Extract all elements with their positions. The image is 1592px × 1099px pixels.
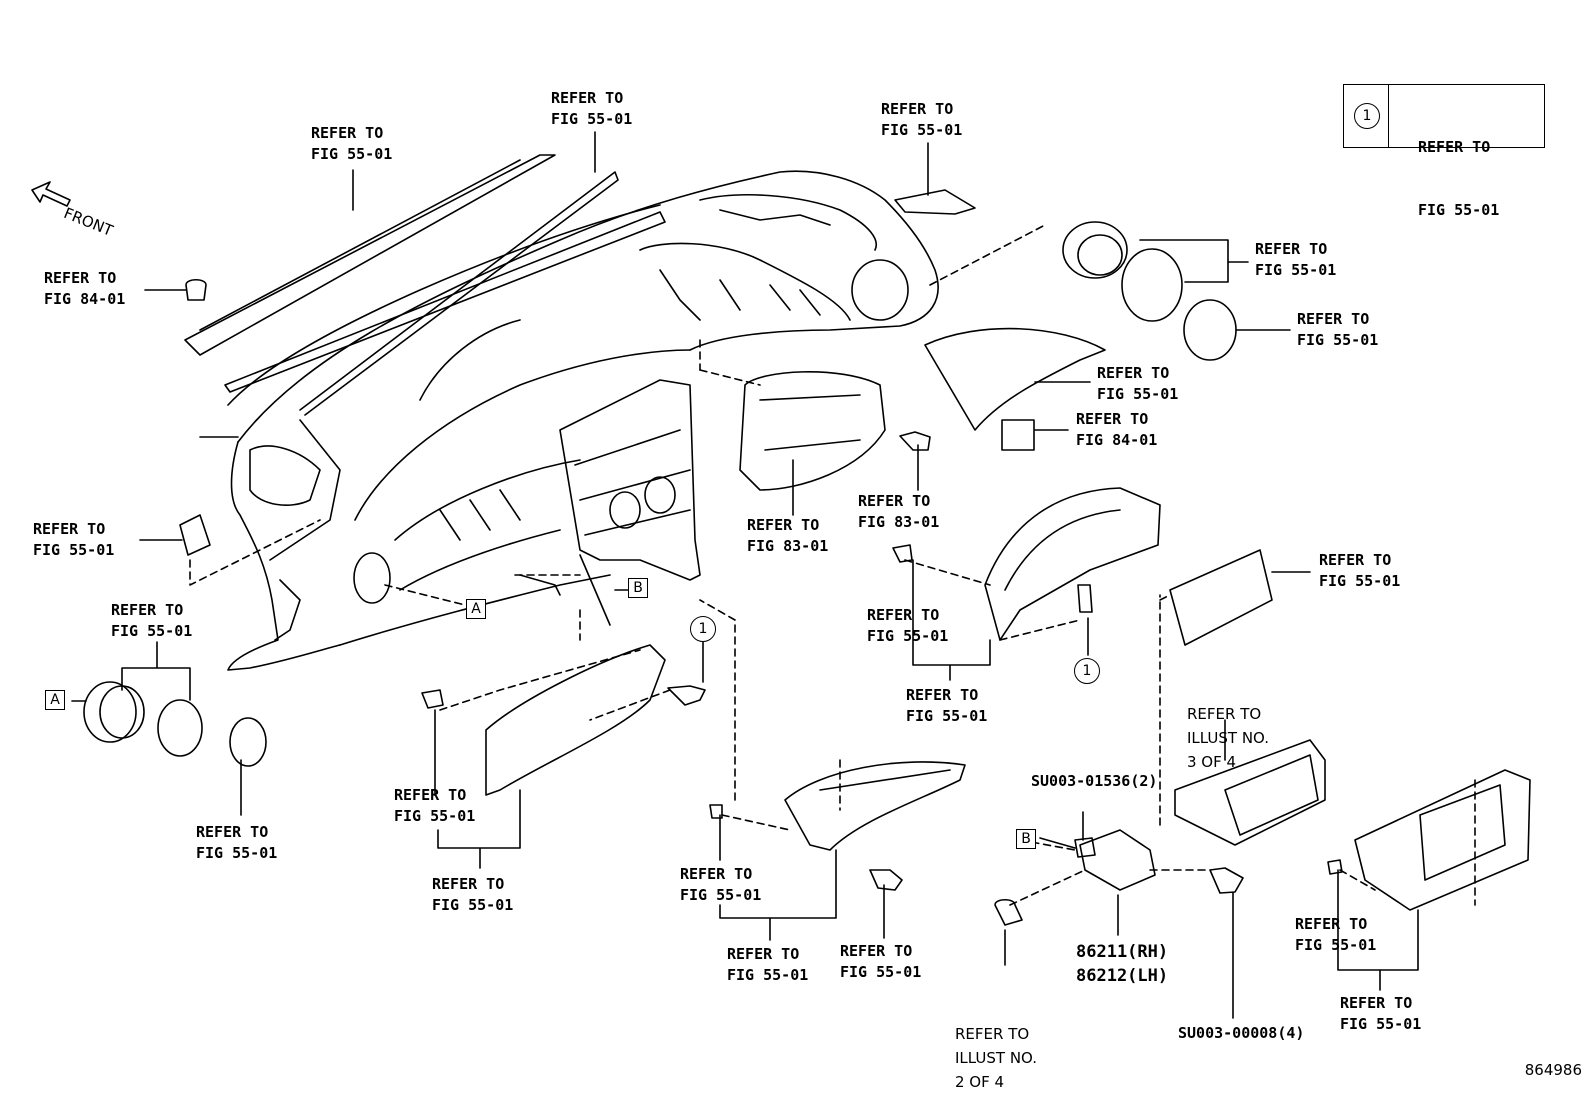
legend-box: 1 REFER TO FIG 55-01: [1343, 84, 1545, 219]
right-vent-drawing: [1062, 221, 1237, 361]
bezel-clip-drawing: [709, 804, 723, 819]
glovebox-clip-drawing: [421, 689, 444, 709]
leader-lines: [71, 131, 1419, 1019]
dashboard-body: [199, 170, 939, 671]
glovebox-screw-drawing: [667, 685, 706, 706]
part-number-nut: SU003-01536(2): [1031, 772, 1158, 790]
legend-line1: REFER TO: [1418, 138, 1491, 156]
left-side-cover-drawing: [179, 514, 211, 556]
part-number-bracket: 86211(RH) 86212(LH): [1076, 940, 1168, 988]
marker-b-bracket: B: [1016, 829, 1036, 849]
combination-meter-drawing: [739, 371, 886, 491]
center-stack-frame: [559, 379, 701, 626]
marker-one-right: 1: [1074, 658, 1100, 684]
marker-b-dash: B: [628, 578, 648, 598]
right-side-panel-drawing: [984, 487, 1161, 641]
cluster-housing: [639, 194, 909, 321]
bracket-bolt-drawing: [1209, 867, 1244, 894]
front-arrow-icon: [31, 181, 71, 207]
lower-right-clip-drawing: [1327, 859, 1343, 875]
legend-symbol: 1: [1354, 103, 1380, 129]
bezel-screw-drawing: [869, 869, 903, 891]
legend-text: REFER TO FIG 55-01: [1418, 95, 1499, 263]
top-vent-drawing: [894, 189, 976, 215]
legend-divider: [1388, 85, 1389, 147]
lower-screw-drawing: [994, 898, 1023, 926]
lower-right-panel-drawing: [1354, 769, 1531, 911]
switch-unit-drawing: [1001, 419, 1035, 451]
top-trims: [184, 154, 666, 416]
right-clip-drawing: [892, 544, 913, 563]
glovebox-upper-drawing: [485, 644, 666, 796]
marker-a-dash: A: [466, 599, 486, 619]
right-frame-drawing: [1169, 549, 1273, 646]
part-number-bolt: SU003-00008(4): [1178, 1024, 1305, 1042]
part-number-lh: 86212(LH): [1076, 966, 1169, 986]
sensor-cap-drawing: [185, 278, 207, 301]
left-vent-drawing: [83, 681, 267, 767]
right-screw-drawing: [1077, 584, 1093, 613]
meter-hood-drawing: [924, 327, 1106, 431]
center-bezel-drawing: [784, 761, 966, 851]
display-unit-drawing: [1174, 739, 1326, 846]
marker-a-vent: A: [45, 690, 65, 710]
legend-line2: FIG 55-01: [1418, 201, 1500, 219]
meter-screw-drawing: [899, 431, 931, 451]
bracket-drawing: [1074, 829, 1156, 891]
assembly-dashed-lines: [189, 224, 1476, 906]
part-number-rh: 86211(RH): [1076, 942, 1169, 962]
marker-one-glovebox: 1: [690, 616, 716, 642]
diagram-number: 864986: [1524, 1061, 1582, 1079]
